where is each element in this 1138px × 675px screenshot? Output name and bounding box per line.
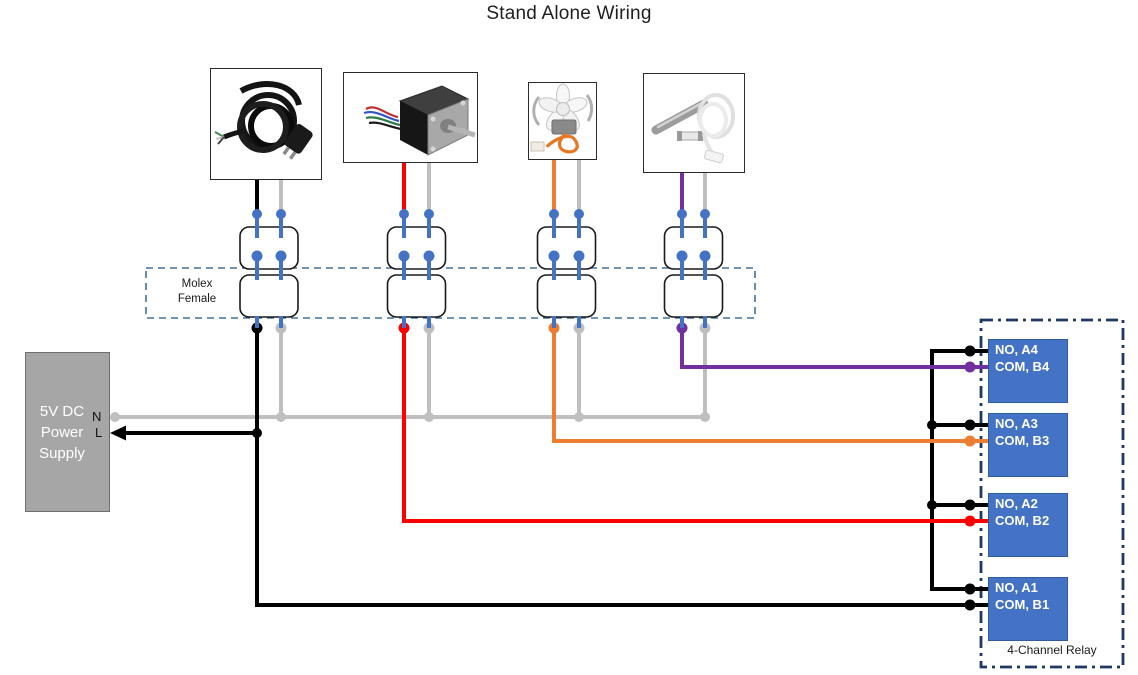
molex-male-connector <box>386 226 447 270</box>
connector-pin-dots <box>251 209 711 262</box>
cartridge-heater-image <box>643 73 745 173</box>
molex-female-connectors <box>239 274 724 318</box>
relay-com-b2-label: COM, B2 <box>995 512 1050 528</box>
molex-female-connector <box>663 274 724 318</box>
cartridge-heater-photo <box>651 93 735 164</box>
psu-l-arrowhead <box>110 425 126 441</box>
relay-channel-1-block: NO, A1 COM, B1 <box>988 577 1068 641</box>
molex-male-connectors <box>239 226 724 270</box>
black-wires <box>124 179 989 607</box>
relay-no-a2-label: NO, A2 <box>995 496 1038 511</box>
fan-image <box>528 82 597 160</box>
relay-box-label: 4-Channel Relay <box>1007 643 1097 657</box>
psu-label-line2: Power <box>40 424 84 441</box>
relay-channel-2-block: NO, A2 COM, B2 <box>988 493 1068 557</box>
molex-female-dashed-box <box>145 267 756 319</box>
stepper-motor-image <box>343 72 478 163</box>
relay-com-b4-label: COM, B4 <box>995 358 1050 374</box>
gray-wire-junction-dots <box>110 322 711 422</box>
molex-label-line2: Female <box>177 293 217 305</box>
orange-wires <box>552 160 989 443</box>
relay-channel-3-block: NO, A3 COM, B3 <box>988 413 1068 477</box>
relay-no-a4-label: NO, A4 <box>995 342 1038 357</box>
molex-label-line1: Molex <box>181 278 213 290</box>
molex-male-connector <box>536 226 597 270</box>
relay-channel-4-block: NO, A4 COM, B4 <box>988 339 1068 403</box>
diagram-title: Stand Alone Wiring <box>486 3 652 24</box>
fan-photo <box>530 83 594 154</box>
relay-dashdot-box <box>979 318 1125 669</box>
orange-wire-dots <box>548 322 976 447</box>
gray-wires <box>113 160 707 419</box>
psu-terminal-n-label: N <box>92 409 102 424</box>
molex-female-connector <box>386 274 447 318</box>
black-wire-dots <box>110 322 976 611</box>
connector-pin-stems <box>255 214 707 328</box>
relay-com-b1-label: COM, B1 <box>995 596 1050 612</box>
relay-no-a1-label: NO, A1 <box>995 580 1038 595</box>
relay-no-a3-label: NO, A3 <box>995 416 1038 431</box>
psu-label-line3: Supply <box>39 445 85 462</box>
molex-female-connector <box>239 274 299 318</box>
red-wire-dots <box>398 322 976 527</box>
molex-male-connector <box>663 226 724 270</box>
molex-male-connector <box>239 226 299 270</box>
molex-female-connector <box>536 274 597 318</box>
red-wires <box>402 163 989 523</box>
power-cord-photo <box>214 80 313 160</box>
relay-com-b3-label: COM, B3 <box>995 432 1050 448</box>
molex-female-label: Molex Female <box>158 277 236 307</box>
power-cord-image <box>210 68 322 180</box>
purple-wires <box>680 172 989 369</box>
power-supply-label: 5V DC Power Supply <box>26 401 98 464</box>
psu-terminal-l-label: L <box>95 425 103 440</box>
psu-label-line1: 5V DC <box>39 403 85 420</box>
power-supply-box: 5V DC Power Supply <box>25 352 110 512</box>
stepper-motor-photo <box>363 85 476 156</box>
